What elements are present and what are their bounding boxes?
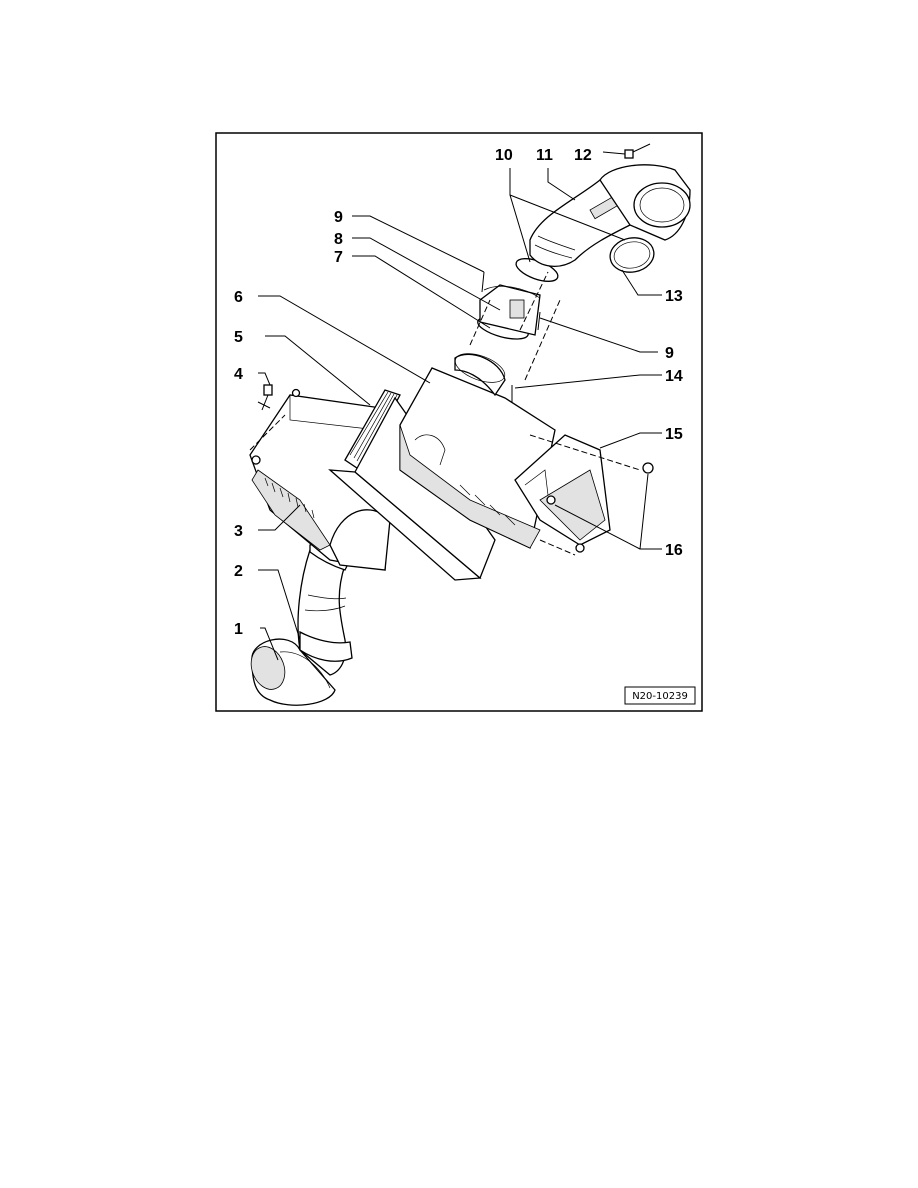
callout-14: 14 [665, 368, 683, 385]
callout-16: 16 [665, 542, 683, 559]
callout-9-upper: 9 [334, 209, 343, 226]
callout-12: 12 [574, 147, 592, 164]
reference-number: N20-10239 [632, 691, 688, 702]
callout-10: 10 [495, 147, 513, 164]
callout-15: 15 [665, 426, 683, 443]
callout-8: 8 [334, 231, 343, 248]
part-16-nuts [546, 462, 654, 553]
callout-9-right: 9 [665, 345, 674, 362]
callout-3: 3 [234, 523, 243, 540]
part-1-intake-pipe [250, 638, 336, 706]
callout-4: 4 [234, 366, 243, 383]
callout-2: 2 [234, 563, 243, 580]
callout-5: 5 [234, 329, 243, 346]
part-4-bolt [257, 384, 273, 411]
part-6-upper-housing [399, 353, 556, 549]
callout-13: 13 [665, 288, 683, 305]
part-9-screws [481, 271, 541, 331]
callout-11: 11 [536, 147, 553, 164]
part-11-air-duct [529, 164, 691, 267]
part-13-hose-clamp [609, 237, 655, 273]
callout-1: 1 [234, 621, 243, 638]
leader-lines [258, 151, 662, 661]
callout-6: 6 [234, 289, 243, 306]
callout-7: 7 [334, 249, 343, 266]
part-7-8-mass-airflow-meter [477, 284, 541, 340]
assembly-guide-lines [249, 271, 641, 556]
reference-box [624, 686, 696, 705]
